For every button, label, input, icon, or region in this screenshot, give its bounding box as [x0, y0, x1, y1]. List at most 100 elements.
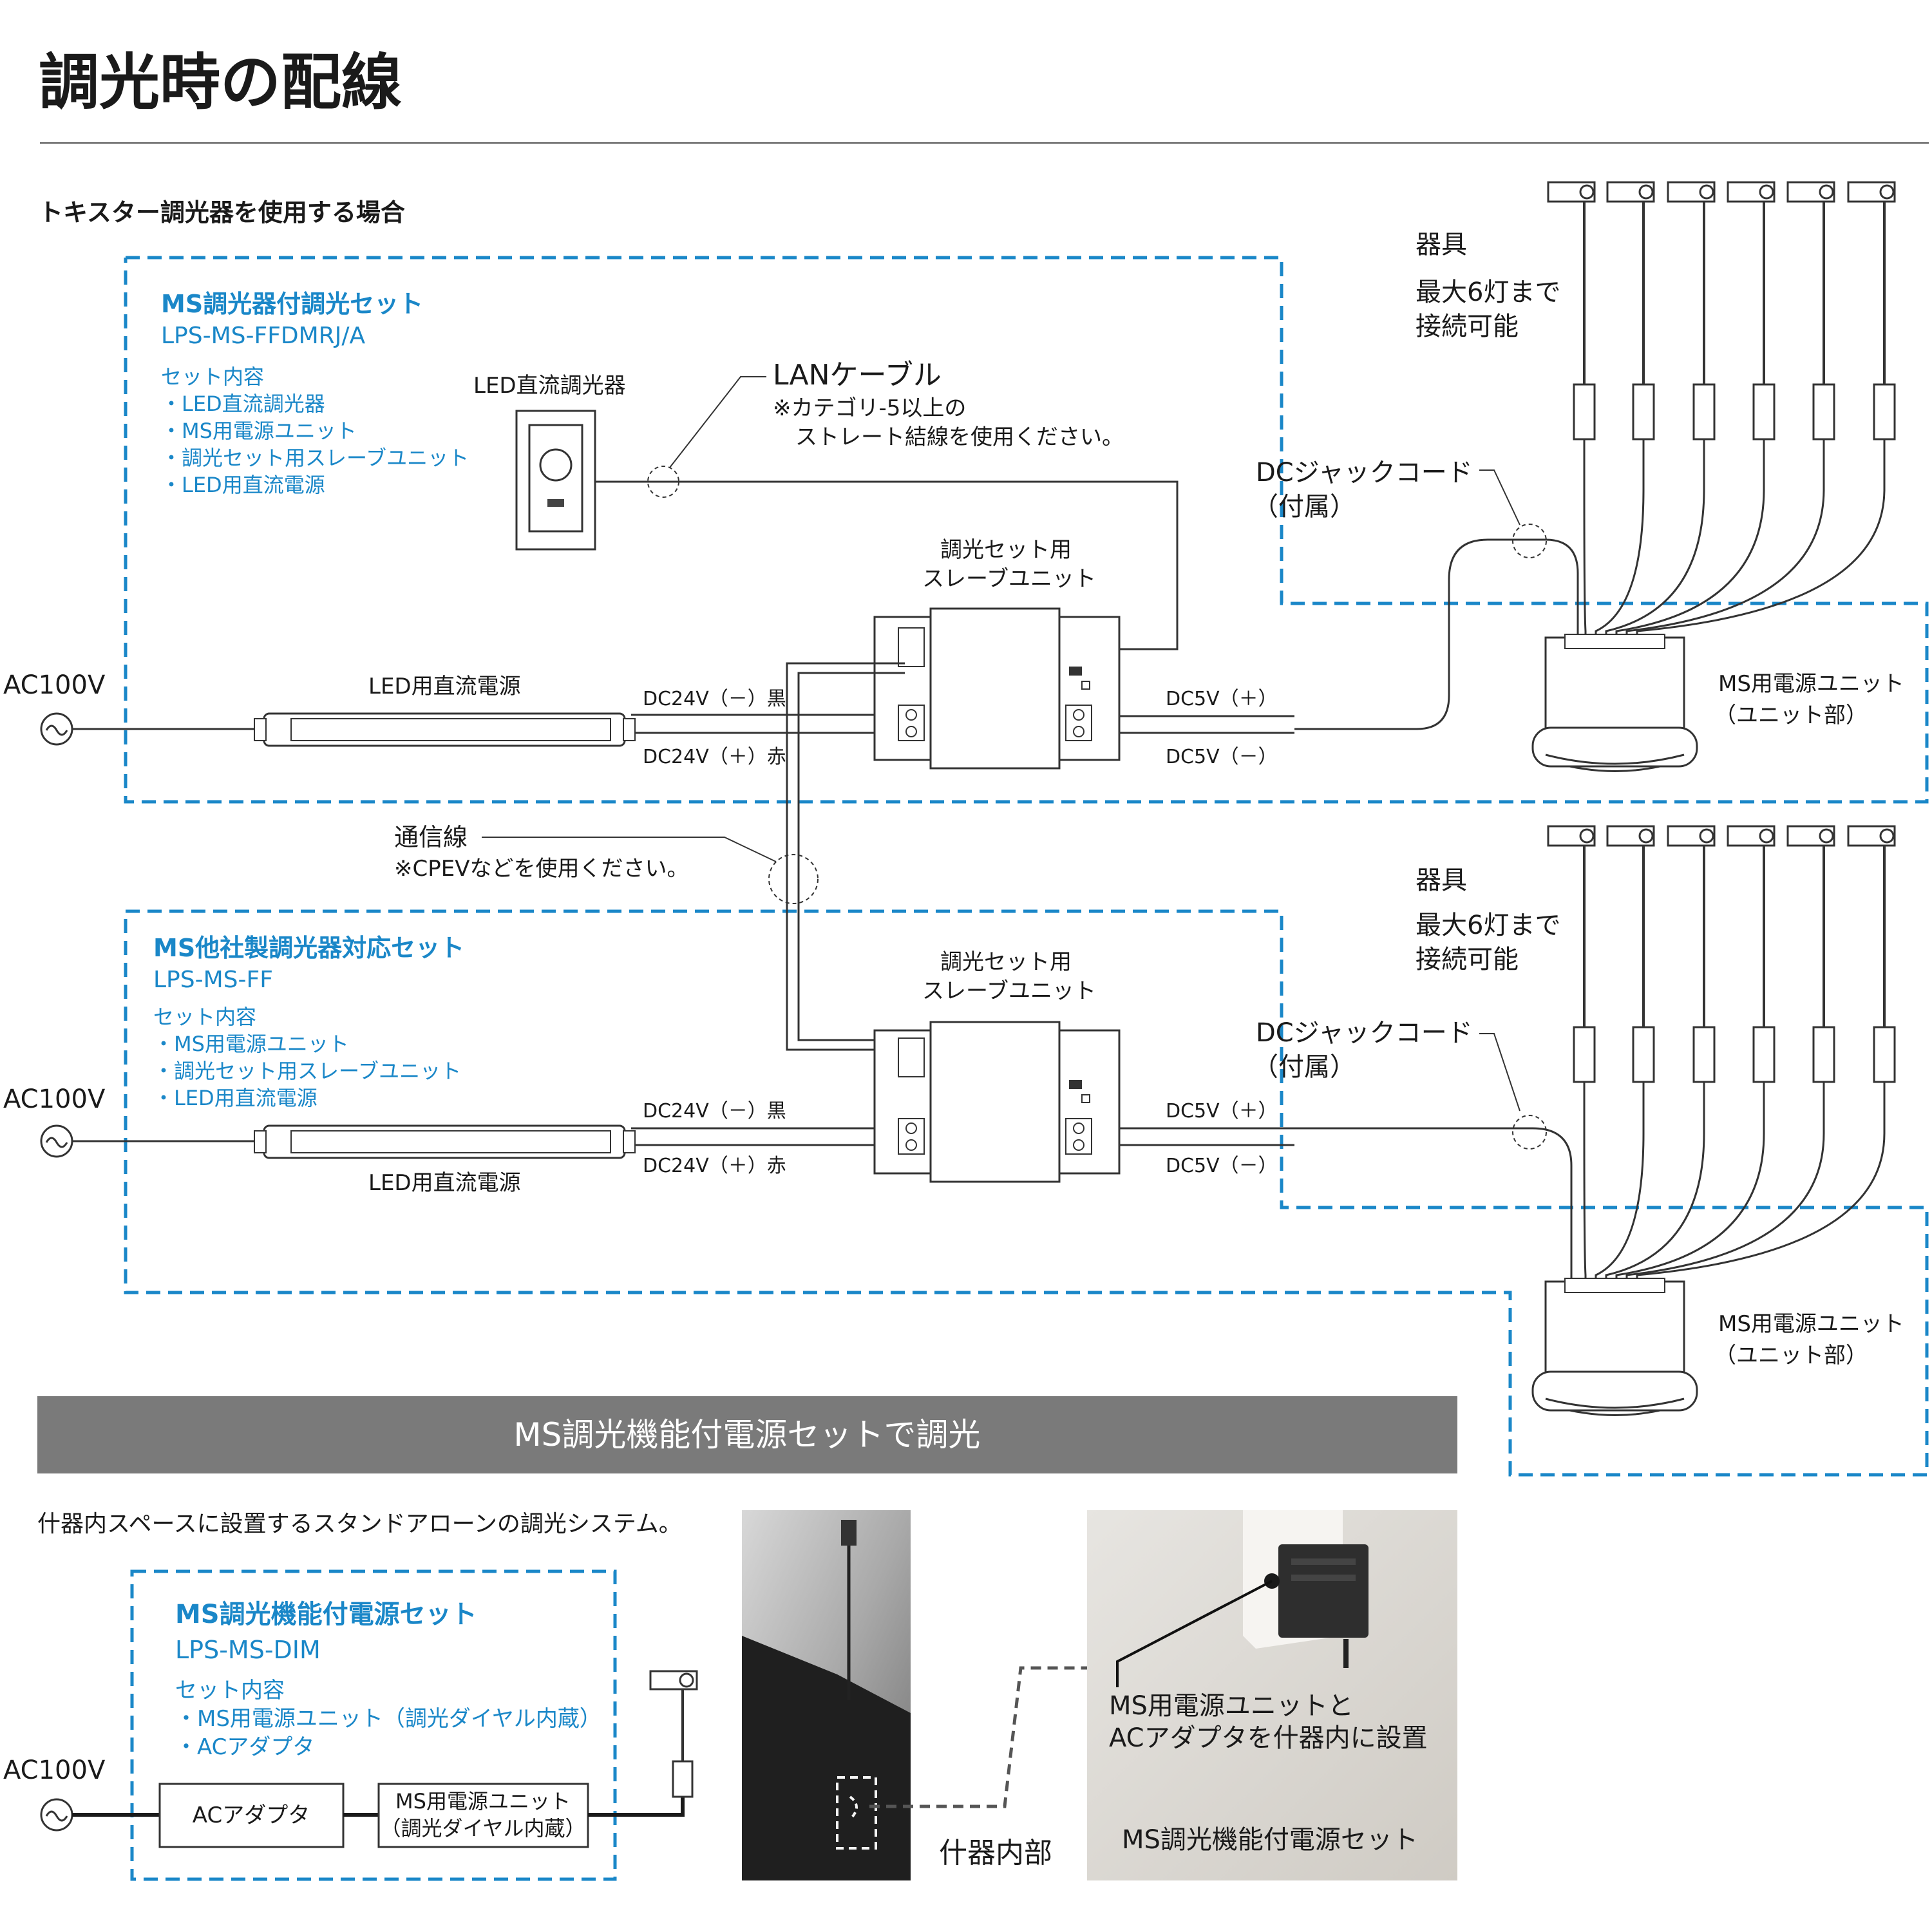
- fixture: [1625, 181, 1835, 634]
- fixture: [1636, 825, 1896, 1278]
- upper-led-power-label: LED用直流電源: [368, 674, 521, 699]
- lower-dc5-pos-label: DC5V（＋）: [1166, 1100, 1278, 1122]
- upper-ms-unit-label-2: （ユニット部）: [1714, 703, 1868, 728]
- comm-line-leader: [482, 837, 777, 862]
- installed-unit-photo: MS用電源ユニットと ACアダプタを什器内に設置 MS調光機能付電源セット: [1087, 1510, 1457, 1880]
- upper-dc5-neg-label: DC5V（－）: [1166, 746, 1278, 768]
- upper-ms-unit-label-1: MS用電源ユニット: [1718, 671, 1904, 697]
- upper-max-label-2: 接続可能: [1416, 312, 1519, 341]
- set2-item: ・MS用電源ユニット: [153, 1032, 349, 1056]
- fixture: [1595, 181, 1655, 634]
- lower-led-power-label: LED用直流電源: [368, 1170, 521, 1196]
- upper-dc24-neg-label: DC24V（－）黒: [643, 688, 786, 710]
- fixture: [1625, 825, 1835, 1278]
- comm-line-label: 通信線: [394, 823, 468, 851]
- comm-line-note: ※CPEVなどを使用ください。: [394, 856, 688, 882]
- lower-ac-source: AC100V: [3, 1084, 106, 1158]
- upper-max-label-1: 最大6灯まで: [1416, 278, 1560, 307]
- set2-contents-title: セット内容: [153, 1005, 256, 1029]
- upper-dc5-pos-label: DC5V（＋）: [1166, 688, 1278, 710]
- ms-unit-box: [377, 1783, 589, 1848]
- furniture-photo: [742, 1510, 911, 1880]
- set3-contents-title: セット内容: [175, 1678, 285, 1703]
- section2-banner: [37, 1396, 1457, 1473]
- set1-contents-title: セット内容: [161, 365, 264, 389]
- set3-boundary: [130, 1569, 617, 1881]
- lower-dc24-neg-label: DC24V（－）黒: [643, 1100, 786, 1122]
- lower-dc-jack-label-1: DCジャックコード: [1256, 1018, 1473, 1048]
- upper-wires: [72, 480, 1579, 734]
- fixture: [1615, 181, 1776, 634]
- set2-boundary: [124, 909, 1929, 1477]
- page-title: 調光時の配線: [39, 48, 402, 118]
- upper-slave-label-2: スレーブユニット: [922, 566, 1096, 592]
- photo-caption-leader: [1116, 1580, 1273, 1687]
- lower-dc-jack-label-2: （付属）: [1253, 1052, 1356, 1082]
- lower-led-power-supply: LED用直流電源: [254, 1124, 636, 1196]
- fixture: [1605, 181, 1716, 634]
- ac-wave-icon: [45, 724, 68, 736]
- lower-fixture-group: [1547, 825, 1896, 1278]
- ac-wave-icon: [45, 1137, 68, 1148]
- photo-title: MS調光機能付電源セット: [1122, 1825, 1418, 1855]
- lower-dc-jack-annotation: DCジャックコード （付属）: [1253, 1018, 1547, 1150]
- section2-ac100v-label: AC100V: [3, 1756, 106, 1785]
- upper-dc-jack-annotation: DCジャックコード （付属）: [1253, 458, 1547, 558]
- led-dimmer: LED直流調光器: [473, 373, 626, 551]
- set1-name: MS調光器付調光セット: [161, 290, 423, 318]
- set3-item: ・MS用電源ユニット（調光ダイヤル内蔵）: [175, 1706, 601, 1732]
- photo-caption-2: ACアダプタを什器内に設置: [1109, 1723, 1428, 1753]
- upper-slave-unit: 調光セット用 スレーブユニット: [873, 537, 1121, 770]
- upper-ac100v-label: AC100V: [3, 670, 106, 700]
- led-dimmer-indicator: [547, 499, 564, 507]
- photo-connector-line: [869, 1666, 1104, 1808]
- lower-slave-label-1: 調光セット用: [940, 949, 1072, 975]
- lower-dc24-pos-label: DC24V（＋）赤: [643, 1155, 786, 1177]
- upper-fixture-group: [1547, 181, 1896, 634]
- set1-boundary: [124, 256, 1929, 804]
- section2-wiring: AC100V ACアダプタ MS用電源ユニット （調光ダイヤル内蔵）: [3, 1670, 698, 1848]
- set3-info: MS調光機能付電源セット LPS-MS-DIM セット内容 ・MS用電源ユニット…: [175, 1600, 601, 1760]
- fixture: [1547, 825, 1596, 1278]
- set2-info: MS他社製調光器対応セット LPS-MS-FF セット内容 ・MS用電源ユニット…: [153, 934, 464, 1110]
- lan-cable-annotation: LANケーブル ※カテゴリ-5以上の ストレート結線を使用ください。: [647, 359, 1124, 498]
- upper-dc-jack-label-2: （付属）: [1253, 492, 1356, 522]
- ms-unit-box-label-2: （調光ダイヤル内蔵）: [380, 1816, 585, 1841]
- lower-ms-unit-label-1: MS用電源ユニット: [1718, 1311, 1904, 1337]
- lower-ac100v-label: AC100V: [3, 1084, 106, 1114]
- lan-cable: [595, 480, 1179, 650]
- set2-item: ・LED用直流電源: [153, 1086, 317, 1110]
- fixture: [1595, 825, 1655, 1278]
- fixture: [1636, 181, 1896, 634]
- lower-ms-unit-label-2: （ユニット部）: [1714, 1343, 1868, 1368]
- lan-cable-label: LANケーブル: [773, 359, 942, 392]
- upper-dc24-pos-label: DC24V（＋）赤: [643, 746, 786, 768]
- lower-max-label-1: 最大6灯まで: [1416, 911, 1560, 940]
- section2-description: 什器内スペースに設置するスタンドアローンの調光システム。: [37, 1511, 682, 1537]
- section2-banner-text: MS調光機能付電源セットで調光: [514, 1416, 981, 1454]
- lower-dc-jack-cord: [1294, 1127, 1573, 1294]
- ac-adapter-box: [158, 1783, 345, 1848]
- section1-heading: トキスター調光器を使用する場合: [39, 198, 405, 227]
- set-boundaries: [124, 256, 1929, 1881]
- furniture-inside-label: 什器内部: [939, 1837, 1052, 1870]
- upper-dc-jack-cord: [1294, 538, 1579, 730]
- lower-wires: [72, 1127, 1573, 1294]
- lan-cable-note-1: ※カテゴリ-5以上の: [773, 395, 966, 421]
- upper-led-power-supply: LED用直流電源: [254, 674, 636, 747]
- lan-cable-leader: [669, 376, 766, 468]
- ac-adapter-label: ACアダプタ: [193, 1803, 310, 1828]
- set1-model: LPS-MS-FFDMRJ/A: [161, 323, 365, 349]
- set1-info: MS調光器付調光セット LPS-MS-FFDMRJ/A セット内容 ・LED直流…: [161, 290, 469, 497]
- fixture: [1615, 825, 1776, 1278]
- upper-slave-label-1: 調光セット用: [940, 537, 1072, 563]
- lower-ms-power-unit: MS用電源ユニット （ユニット部）: [1531, 1278, 1904, 1416]
- photo-caption-1: MS用電源ユニットと: [1109, 1691, 1354, 1721]
- lower-fixtures-label: 器具: [1416, 866, 1467, 895]
- set3-model: LPS-MS-DIM: [175, 1636, 321, 1664]
- fixture: [1605, 825, 1716, 1278]
- upper-fixtures-label: 器具: [1416, 230, 1467, 260]
- set3-name: MS調光機能付電源セット: [175, 1600, 477, 1629]
- set3-item: ・ACアダプタ: [175, 1734, 314, 1760]
